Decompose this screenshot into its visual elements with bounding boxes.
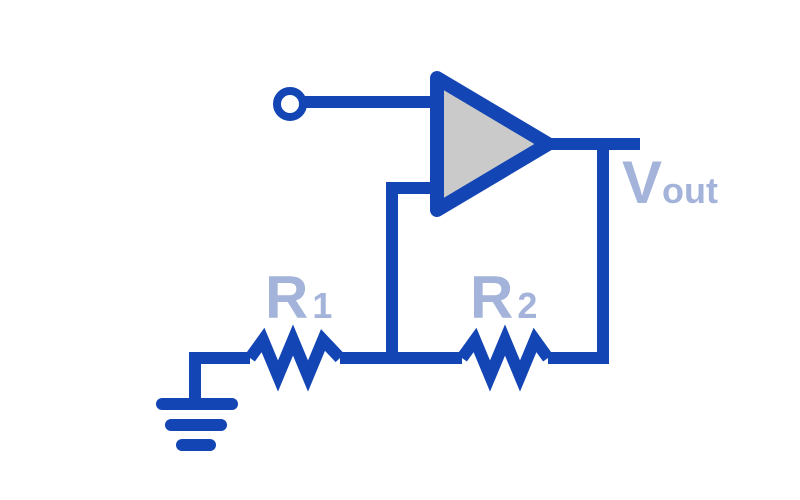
- ground-icon: [156, 352, 250, 451]
- resistor-r2-icon: [457, 324, 553, 392]
- input-branch: [273, 87, 434, 121]
- input-terminal-icon: [273, 87, 307, 121]
- label-r1-main: R: [265, 264, 308, 331]
- op-amp-icon: [430, 71, 555, 217]
- label-vout: Vout: [622, 149, 718, 216]
- label-r2-sub: 2: [517, 285, 537, 326]
- ground-wire: [189, 352, 250, 404]
- label-vout-sub: out: [662, 170, 718, 211]
- label-r2-main: R: [470, 264, 513, 331]
- feedback-wire-right: [548, 144, 609, 364]
- inverting-input-wire: [386, 182, 437, 358]
- label-r1-sub: 1: [312, 285, 332, 326]
- label-vout-main: V: [622, 149, 662, 216]
- resistor-r1-icon: [245, 324, 345, 392]
